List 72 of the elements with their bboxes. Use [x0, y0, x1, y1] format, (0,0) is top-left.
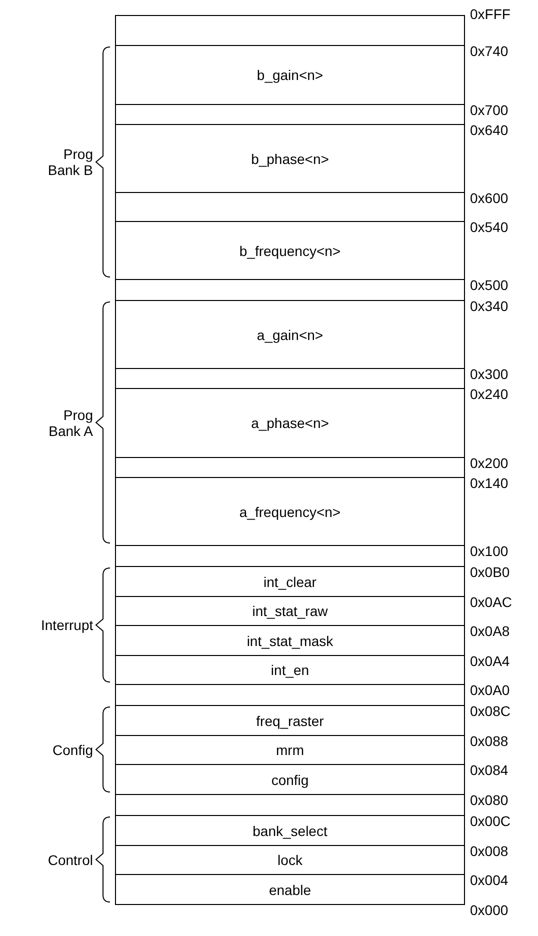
register-name: b_frequency<n> [239, 242, 341, 258]
address-label: 0x0B0 [470, 564, 510, 580]
register-box [115, 300, 465, 369]
register-name: int_en [270, 662, 310, 678]
register-name: int_clear [264, 574, 316, 590]
address-label: 0x00C [470, 813, 510, 829]
register-box [115, 566, 465, 597]
register-box [115, 845, 465, 875]
group-label: Prog Bank A [48, 406, 93, 438]
register-name: freq_raster [256, 712, 324, 728]
register-name: mrm [276, 742, 304, 758]
register-box [115, 705, 465, 736]
address-label: 0x300 [470, 366, 508, 382]
register-box [115, 388, 465, 458]
address-label: 0x140 [470, 475, 508, 491]
address-label: 0x240 [470, 386, 508, 402]
register-name: b_phase<n> [251, 150, 329, 166]
reserved-box [115, 104, 465, 125]
group-label: Config [52, 742, 93, 758]
register-name: a_gain<n> [256, 326, 324, 342]
address-label: 0x640 [470, 122, 508, 138]
address-label: 0x088 [470, 733, 508, 749]
reserved-box [115, 684, 465, 706]
register-box [115, 596, 465, 626]
register-name: int_stat_mask [246, 632, 334, 648]
register-name: a_phase<n> [251, 415, 329, 431]
address-label: 0x500 [470, 277, 508, 293]
register-name: b_gain<n> [256, 67, 324, 83]
reserved-box [115, 192, 465, 222]
register-box [115, 124, 465, 193]
reserved-box [115, 279, 465, 301]
register-name: bank_select [252, 822, 328, 838]
register-box [115, 815, 465, 846]
address-label: 0x0A0 [470, 682, 510, 698]
register-name: config [271, 772, 309, 788]
register-box [115, 764, 465, 795]
register-name: a_frequency<n> [239, 504, 341, 520]
address-label: 0x340 [470, 298, 508, 314]
address-label: 0x700 [470, 102, 508, 118]
address-label: 0x540 [470, 219, 508, 235]
reserved-box [115, 794, 465, 816]
address-label: 0x0AC [470, 594, 512, 610]
address-label: 0x0A4 [470, 653, 510, 669]
address-label: 0x0A8 [470, 623, 510, 639]
register-box [115, 735, 465, 765]
address-label: 0x08C [470, 703, 510, 719]
register-name: lock [278, 852, 302, 868]
reserved-box [115, 368, 465, 389]
reserved-box [115, 457, 465, 478]
register-box [115, 477, 465, 546]
address-label: 0xFFF [470, 6, 510, 22]
register-box [115, 874, 465, 905]
address-label: 0x084 [470, 762, 508, 778]
register-box [115, 655, 465, 685]
address-label: 0x080 [470, 792, 508, 808]
register-box [115, 45, 465, 105]
group-label: Control [46, 852, 93, 868]
register-name: enable [268, 882, 312, 898]
register-box [115, 221, 465, 280]
address-label: 0x004 [470, 872, 508, 888]
address-label: 0x600 [470, 190, 508, 206]
reserved-box [115, 545, 465, 567]
register-name: int_stat_raw [252, 603, 328, 619]
address-label: 0x200 [470, 455, 508, 471]
address-label: 0x740 [470, 43, 508, 59]
register-box [115, 625, 465, 656]
group-label: Interrupt [41, 617, 93, 633]
address-label: 0x000 [470, 902, 508, 918]
group-label: Prog Bank B [46, 146, 93, 178]
address-label: 0x008 [470, 843, 508, 859]
address-label: 0x100 [470, 543, 508, 559]
reserved-box [115, 15, 465, 46]
